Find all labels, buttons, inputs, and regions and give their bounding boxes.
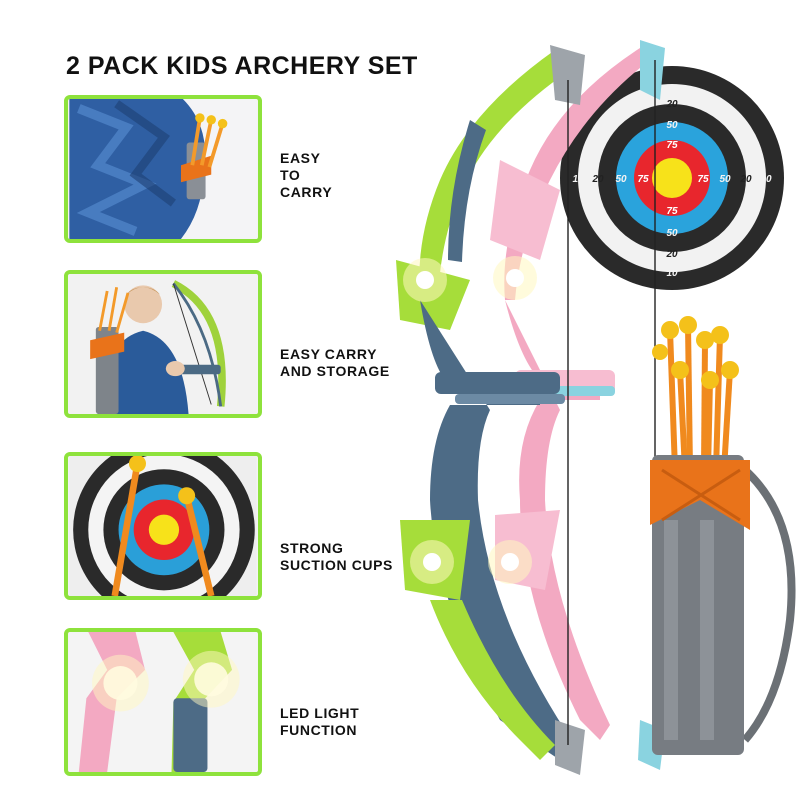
led-glow-lights xyxy=(403,256,537,584)
target-score-75-right: 75 xyxy=(697,174,709,185)
target-score-50-bottom: 50 xyxy=(666,228,678,239)
target-score-20-left: 20 xyxy=(591,174,604,185)
feature-panel-suction-cups xyxy=(64,452,262,600)
quiver-with-arrows xyxy=(650,316,796,755)
target-score-50-right: 50 xyxy=(719,174,731,185)
feature-label-easy-to-carry: EASY TO CARRY xyxy=(280,150,333,200)
archery-target: 20 50 75 75 50 20 10 10 20 50 75 75 50 2… xyxy=(560,66,784,290)
photo-led-bows xyxy=(69,632,257,772)
feature-label-suction-cups: STRONG SUCTION CUPS xyxy=(280,540,393,573)
target-score-50-left: 50 xyxy=(615,174,627,185)
photo-child-with-bow xyxy=(69,274,257,414)
photo-backpack-quiver xyxy=(69,99,257,239)
target-score-20-right: 20 xyxy=(739,174,752,185)
page-title: 2 PACK KIDS ARCHERY SET xyxy=(66,52,418,80)
target-score-20-bottom: 20 xyxy=(665,249,678,260)
feature-panel-easy-to-carry xyxy=(64,95,262,243)
photo-target-with-arrows xyxy=(69,456,257,596)
feature-panel-led-light xyxy=(64,628,262,776)
target-score-50-top: 50 xyxy=(666,120,678,131)
target-score-75-bottom: 75 xyxy=(666,206,678,217)
target-score-75-top: 75 xyxy=(666,140,678,151)
target-score-10-right: 10 xyxy=(760,174,772,185)
feature-panel-easy-carry-storage xyxy=(64,270,262,418)
target-score-75-left: 75 xyxy=(637,174,649,185)
target-score-20-top: 20 xyxy=(665,99,678,110)
feature-label-led-light: LED LIGHT FUNCTION xyxy=(280,705,360,738)
target-score-10-left: 10 xyxy=(572,174,584,185)
feature-label-easy-carry-storage: EASY CARRY AND STORAGE xyxy=(280,346,390,379)
target-score-10-bottom: 10 xyxy=(666,268,678,279)
